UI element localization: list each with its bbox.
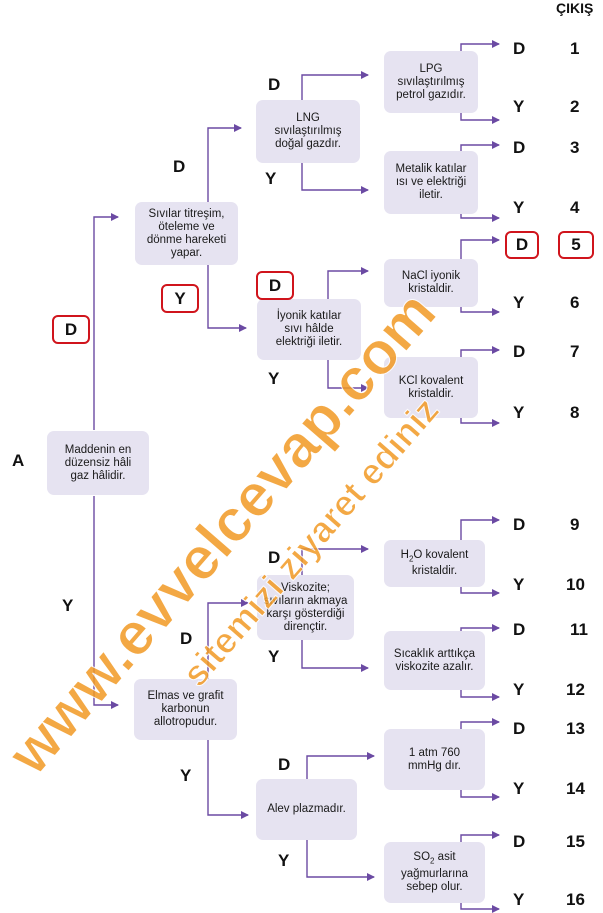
output-2: 2 xyxy=(570,97,580,116)
branch-label-visc-true: D xyxy=(268,548,281,567)
leaf-label-2: Y xyxy=(513,97,525,116)
leaf-label-13: D xyxy=(513,719,526,738)
node-h2o: H2O kovalent kristaldir. xyxy=(384,540,485,587)
output-7: 7 xyxy=(570,342,580,361)
leaf-label-1: D xyxy=(513,39,526,58)
h2o-subscript: 2 xyxy=(408,554,414,564)
leaf-label-6: Y xyxy=(513,293,525,312)
so2-subscript: 2 xyxy=(430,856,435,866)
h2o-text-h: H xyxy=(400,548,409,561)
node-lpg: LPG sıvılaştırılmış petrol gazıdır. xyxy=(384,51,478,113)
node-pressure: 1 atm 760 mmHg dır. xyxy=(384,729,485,790)
node-viscosity: Viskozite; sıvıların akmaya karşı göster… xyxy=(257,575,354,640)
node-ionic-solids: İyonik katılar sıvı hâlde elektriği ilet… xyxy=(257,299,361,360)
node-gas-state: Maddenin en düzensiz hâli gaz hâlidir. xyxy=(47,431,149,495)
output-3: 3 xyxy=(570,138,580,157)
output-4: 4 xyxy=(570,198,580,217)
node-flame-plasma: Alev plazmadır. xyxy=(256,779,357,840)
branch-label-lng-true: D xyxy=(268,75,281,94)
output-13: 13 xyxy=(566,719,585,738)
output-12: 12 xyxy=(566,680,585,699)
leaf-label-11: D xyxy=(513,620,526,639)
leaf-label-8: Y xyxy=(513,403,525,422)
node-lng: LNG sıvılaştırılmış doğal gazdır. xyxy=(256,100,360,163)
output-16: 16 xyxy=(566,890,585,909)
output-10: 10 xyxy=(566,575,585,594)
branch-label-gas-false: Y xyxy=(62,596,74,615)
node-liquid-motion: Sıvılar titreşim, öteleme ve dönme harek… xyxy=(135,202,238,265)
node-carbon-allotropes: Elmas ve grafit karbonun allotropudur. xyxy=(134,679,237,740)
leaf-label-16: Y xyxy=(513,890,525,909)
node-so2: SO2 asit yağmurlarına sebep olur. xyxy=(384,842,485,903)
output-14: 14 xyxy=(566,779,585,798)
branch-label-plasma-false: Y xyxy=(278,851,290,870)
leaf-label-15: D xyxy=(513,832,526,851)
node-kcl: KCl kovalent kristaldir. xyxy=(384,357,478,418)
branch-label-visc-false: Y xyxy=(268,647,280,666)
leaf-label-14: Y xyxy=(513,779,525,798)
branch-label-carbon-true: D xyxy=(180,629,193,648)
branch-label-ionic-true-highlighted: D xyxy=(256,271,294,300)
leaf-label-4: Y xyxy=(513,198,525,217)
output-6: 6 xyxy=(570,293,580,312)
branch-label-plasma-true: D xyxy=(278,755,291,774)
output-11: 11 xyxy=(570,620,588,639)
branch-label-gas-true-highlighted: D xyxy=(52,315,90,344)
leaf-label-12: Y xyxy=(513,680,525,699)
output-column-title: ÇIKIŞ xyxy=(556,0,594,16)
output-15: 15 xyxy=(566,832,585,851)
leaf-label-7: D xyxy=(513,342,526,361)
node-metallic-solids: Metalik katılar ısı ve elektriği iletir. xyxy=(384,151,478,214)
leaf-label-9: D xyxy=(513,515,526,534)
branch-label-liquid-true: D xyxy=(173,157,186,176)
output-8: 8 xyxy=(570,403,580,422)
node-nacl: NaCl iyonik kristaldir. xyxy=(384,259,478,307)
leaf-label-10: Y xyxy=(513,575,525,594)
h2o-text-rest: O kovalent kristaldir. xyxy=(411,548,469,578)
leaf-label-5-highlighted: D xyxy=(505,231,539,259)
output-1: 1 xyxy=(570,39,580,58)
branch-label-carbon-false: Y xyxy=(180,766,192,785)
so2-text-rest: asit yağmurlarına sebep olur. xyxy=(400,851,469,893)
branch-label-lng-false: Y xyxy=(265,169,277,188)
leaf-label-3: D xyxy=(513,138,526,157)
branch-label-liquid-false-highlighted: Y xyxy=(161,284,199,313)
output-5-highlighted: 5 xyxy=(558,231,594,259)
root-label: A xyxy=(12,451,25,470)
output-9: 9 xyxy=(570,515,580,534)
so2-text-so: SO xyxy=(413,851,431,864)
node-temperature-viscosity: Sıcaklık arttıkça viskozite azalır. xyxy=(384,631,485,690)
branch-label-ionic-false: Y xyxy=(268,369,280,388)
